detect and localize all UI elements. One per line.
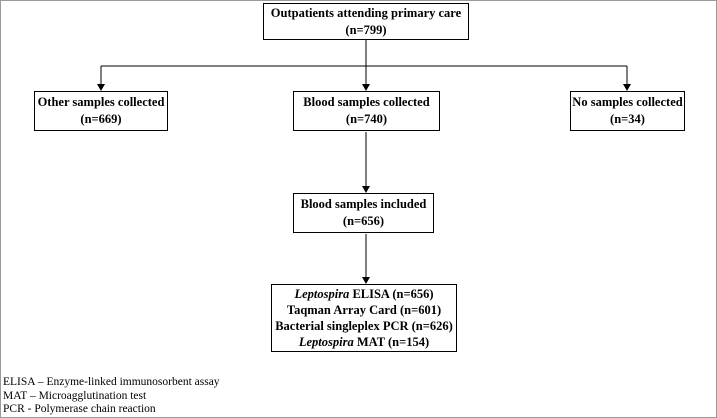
box-tests: Leptospira ELISA (n=656) Taqman Array Ca… — [271, 284, 457, 352]
other-samples-label: Other samples collected — [37, 95, 165, 109]
legend-pcr: PCR - Polymerase chain reaction — [3, 403, 156, 415]
other-samples-count: (n=669) — [80, 112, 122, 126]
legend-elisa: ELISA – Enzyme-linked immunosorbent assa… — [3, 376, 220, 388]
outpatients-count: (n=799) — [345, 22, 387, 37]
box-outpatients: Outpatients attending primary care (n=79… — [263, 3, 469, 40]
outpatients-label: Outpatients attending primary care — [270, 5, 462, 20]
box-blood-included: Blood samples included (n=656) — [293, 193, 434, 233]
test-leptospira-elisa: Leptospira ELISA (n=656) — [294, 287, 434, 301]
abbreviation-legend: ELISA – Enzyme-linked immunosorbent assa… — [3, 376, 220, 417]
blood-samples-count: (n=740) — [345, 112, 388, 126]
blood-samples-label: Blood samples collected — [303, 95, 430, 109]
box-other-samples: Other samples collected (n=669) — [34, 91, 168, 131]
blood-included-count: (n=656) — [342, 214, 385, 228]
blood-included-label: Blood samples included — [300, 197, 427, 211]
box-no-samples: No samples collected (n=34) — [570, 91, 685, 131]
test-taqman-array-card: Taqman Array Card (n=601) — [286, 303, 442, 317]
no-samples-label: No samples collected — [572, 95, 683, 109]
test-leptospira-mat: Leptospira MAT (n=154) — [298, 335, 430, 349]
no-samples-count: (n=34) — [610, 112, 645, 126]
test-bacterial-singleplex-pcr: Bacterial singleplex PCR (n=626) — [275, 319, 453, 333]
legend-mat: MAT – Microagglutination test — [3, 389, 147, 402]
box-blood-samples: Blood samples collected (n=740) — [293, 91, 440, 131]
